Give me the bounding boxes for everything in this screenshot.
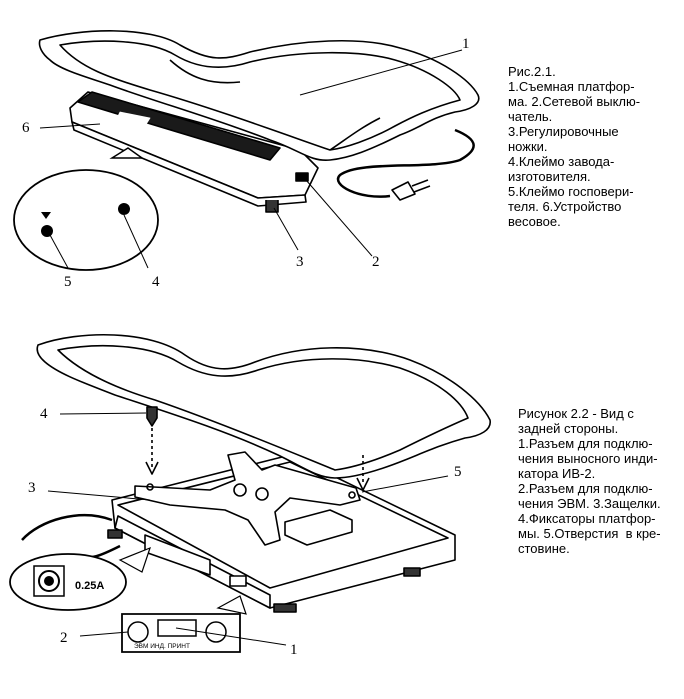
figure-2-1-scale	[38, 30, 480, 213]
caption-1-line: ножки.	[508, 139, 548, 154]
platform-inner	[59, 40, 461, 151]
callout-2-4: 4	[40, 406, 48, 422]
callout-2-5: 5	[454, 464, 462, 480]
foot-left	[107, 529, 123, 539]
figure-2-1-callouts: 1 6 3 2 5 4	[22, 36, 470, 290]
caption-2-line: Рисунок 2.2 - Вид с	[518, 406, 634, 421]
caption-2-line: стовине.	[518, 541, 570, 556]
cross-frame	[134, 451, 361, 546]
foot-right	[403, 567, 421, 577]
caption-1-line: 3.Регулировочные	[508, 124, 619, 139]
caption-2-line: задней стороны.	[518, 421, 619, 436]
verifier-stamp	[41, 225, 53, 237]
callout-2-3: 3	[28, 480, 36, 496]
caption-1-line: теля. 6.Устройство	[508, 199, 622, 214]
caption-1-line: 4.Клеймо завода-	[508, 154, 615, 169]
fixator-pin	[146, 406, 158, 427]
figure-2-2-scale	[21, 333, 491, 613]
caption-2-line: 2.Разъем для подклю-	[518, 481, 653, 496]
caption-1-line: чатель.	[508, 109, 553, 124]
caption-1-line: 5.Клеймо госповери-	[508, 184, 634, 199]
display-panel	[77, 91, 281, 161]
callout-1: 1	[462, 36, 470, 52]
caption-2-line: чения ЭВМ. 3.Защелки.	[518, 496, 661, 511]
figure-2-1-leaders	[39, 49, 463, 269]
figure-2-2-leaders	[47, 412, 449, 646]
factory-stamp	[118, 203, 130, 215]
caption-1-line: весовое.	[508, 214, 561, 229]
port-rect	[229, 575, 247, 587]
triangle-marker	[41, 212, 51, 219]
callout-3: 3	[296, 254, 304, 270]
figure-2-1-caption: Рис.2.1.1.Съемная платфор-ма. 2.Сетевой …	[508, 64, 640, 229]
button-round	[211, 151, 225, 165]
caption-2-line: мы. 5.Отверстия в кре-	[518, 526, 661, 541]
caption-1-line: ма. 2.Сетевой выклю-	[508, 94, 641, 109]
power-switch	[295, 172, 309, 182]
adjust-foot	[265, 200, 279, 213]
inset-pointer	[109, 147, 145, 159]
callout-4: 4	[152, 274, 160, 290]
fuse-inset-frame	[9, 553, 127, 611]
callout-2: 2	[372, 254, 380, 270]
caption-1-line: изготовителя.	[508, 169, 591, 184]
base-top-edge	[117, 461, 449, 589]
caption-2-line: чения выносного инди-	[518, 451, 658, 466]
caption-2-line: 1.Разъем для подклю-	[518, 436, 653, 451]
cable	[21, 513, 113, 541]
caption-1-line: Рис.2.1.	[508, 64, 556, 79]
inset-circle	[13, 169, 159, 271]
power-plug	[391, 181, 416, 201]
power-cord	[336, 128, 475, 198]
callout-2-1: 1	[290, 642, 298, 658]
platform-tray	[38, 30, 480, 161]
callout-5: 5	[64, 274, 72, 290]
fuse-label: 0.25А	[75, 580, 104, 592]
platform-tray-2	[36, 333, 491, 479]
stamps-inset	[13, 147, 159, 271]
connector-panel	[144, 534, 211, 576]
callout-6: 6	[22, 120, 30, 136]
fuse-inset: 0.25А	[9, 546, 151, 611]
connector-label: ЭВМ ИНД. ПРИНТ	[134, 643, 190, 650]
connector-inset: ЭВМ ИНД. ПРИНТ	[121, 595, 247, 653]
figure-2-2-callouts: 4 3 5 2 1	[28, 406, 462, 658]
display-window	[115, 111, 151, 127]
base-front	[71, 121, 307, 207]
callout-2-2: 2	[60, 630, 68, 646]
caption-2-line: катора ИВ-2.	[518, 466, 596, 481]
caption-1-line: 1.Съемная платфор-	[508, 79, 635, 94]
weight-block	[284, 509, 353, 546]
caption-2-line: 4.Фиксаторы платфор-	[518, 511, 656, 526]
foot-front	[273, 603, 297, 613]
